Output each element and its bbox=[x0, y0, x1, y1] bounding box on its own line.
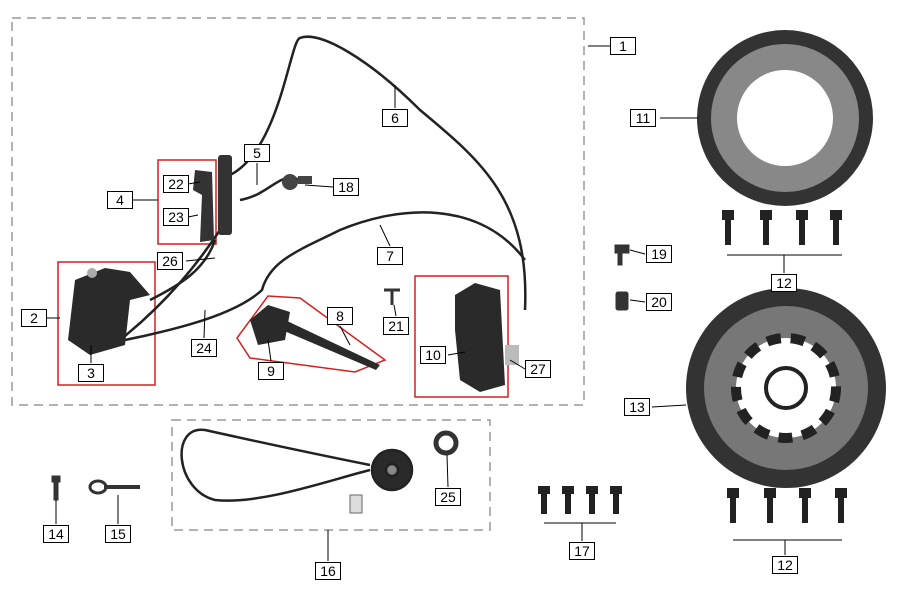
callout-label-25: 25 bbox=[435, 488, 461, 506]
callout-label-21: 21 bbox=[383, 317, 409, 335]
callout-label-9: 9 bbox=[258, 362, 284, 380]
brake-switch-part bbox=[282, 174, 312, 190]
callout-label-22: 22 bbox=[163, 175, 189, 193]
callout-label-12: 12 bbox=[772, 556, 798, 574]
bolts bbox=[538, 210, 847, 523]
callout-label-4: 4 bbox=[107, 191, 133, 209]
callout-label-10: 10 bbox=[420, 346, 446, 364]
assembly-16-box bbox=[171, 419, 491, 531]
highlight-lever-box bbox=[157, 159, 217, 245]
highlight-caliper-front-box bbox=[414, 275, 509, 398]
callout-label-24: 24 bbox=[191, 339, 217, 357]
front-disc-part bbox=[697, 30, 873, 206]
highlight-caliper-rear-box bbox=[57, 261, 156, 386]
callout-label-8: 8 bbox=[327, 307, 353, 325]
callout-label-26: 26 bbox=[157, 252, 183, 270]
callout-label-13: 13 bbox=[624, 398, 650, 416]
leader-lines bbox=[46, 45, 842, 561]
callout-label-18: 18 bbox=[333, 178, 359, 196]
callout-label-16: 16 bbox=[315, 562, 341, 580]
small-parts bbox=[51, 244, 630, 501]
callout-label-6: 6 bbox=[382, 109, 408, 127]
callout-label-27: 27 bbox=[525, 360, 551, 378]
speedometer-cable-part bbox=[180, 428, 414, 514]
callout-label-19: 19 bbox=[646, 245, 672, 263]
brake-hoses bbox=[99, 35, 527, 347]
rear-caliper-part bbox=[68, 268, 150, 355]
brake-lever-part bbox=[193, 155, 232, 242]
assembly-1-box bbox=[11, 17, 585, 406]
callout-label-17: 17 bbox=[569, 542, 595, 560]
callout-label-2: 2 bbox=[21, 309, 47, 327]
rear-disc-part bbox=[686, 288, 886, 488]
callout-label-12: 12 bbox=[771, 274, 797, 292]
master-cylinder-part bbox=[250, 305, 380, 370]
front-caliper-part bbox=[455, 283, 519, 392]
callout-label-11: 11 bbox=[630, 109, 656, 127]
highlight-master-cylinder-box bbox=[236, 295, 387, 373]
callout-label-20: 20 bbox=[646, 293, 672, 311]
callout-label-15: 15 bbox=[105, 525, 131, 543]
callout-label-5: 5 bbox=[244, 144, 270, 162]
callout-label-23: 23 bbox=[163, 208, 189, 226]
callout-label-3: 3 bbox=[78, 364, 104, 382]
callout-label-7: 7 bbox=[377, 247, 403, 265]
callout-label-14: 14 bbox=[43, 525, 69, 543]
callout-label-1: 1 bbox=[610, 37, 636, 55]
